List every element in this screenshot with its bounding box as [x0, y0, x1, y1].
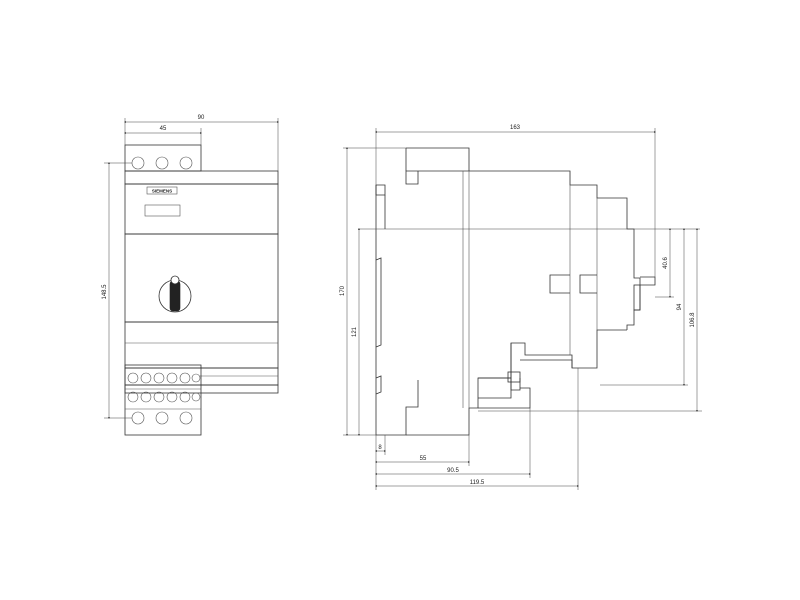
dim-94: 94: [677, 303, 683, 310]
front-view: SIEMENS: [102, 115, 279, 436]
dim-depth-total: 163: [510, 125, 521, 131]
dim-119-5: 119.5: [470, 480, 485, 486]
terminal-row-2: [127, 391, 201, 403]
dim-8: 8: [378, 445, 382, 451]
dim-height: 148.5: [102, 284, 108, 300]
dim-height-rail: 121: [352, 326, 358, 337]
brand-label: SIEMENS: [152, 189, 172, 194]
dim-55: 55: [420, 456, 427, 462]
dim-106-8: 106.8: [690, 312, 696, 328]
rotary-knob-icon: [158, 275, 192, 313]
dim-width-total: 90: [198, 115, 205, 121]
dim-40-6: 40.6: [663, 257, 669, 269]
side-view: 163 170 121 40.6 94 106.8 8 55 90.5: [340, 125, 702, 490]
dim-width-half: 45: [160, 126, 167, 132]
terminal-row-3: [131, 411, 193, 425]
terminal-row-1: [127, 372, 201, 384]
dim-height-total: 170: [340, 285, 346, 296]
dim-90-5: 90.5: [447, 468, 459, 474]
